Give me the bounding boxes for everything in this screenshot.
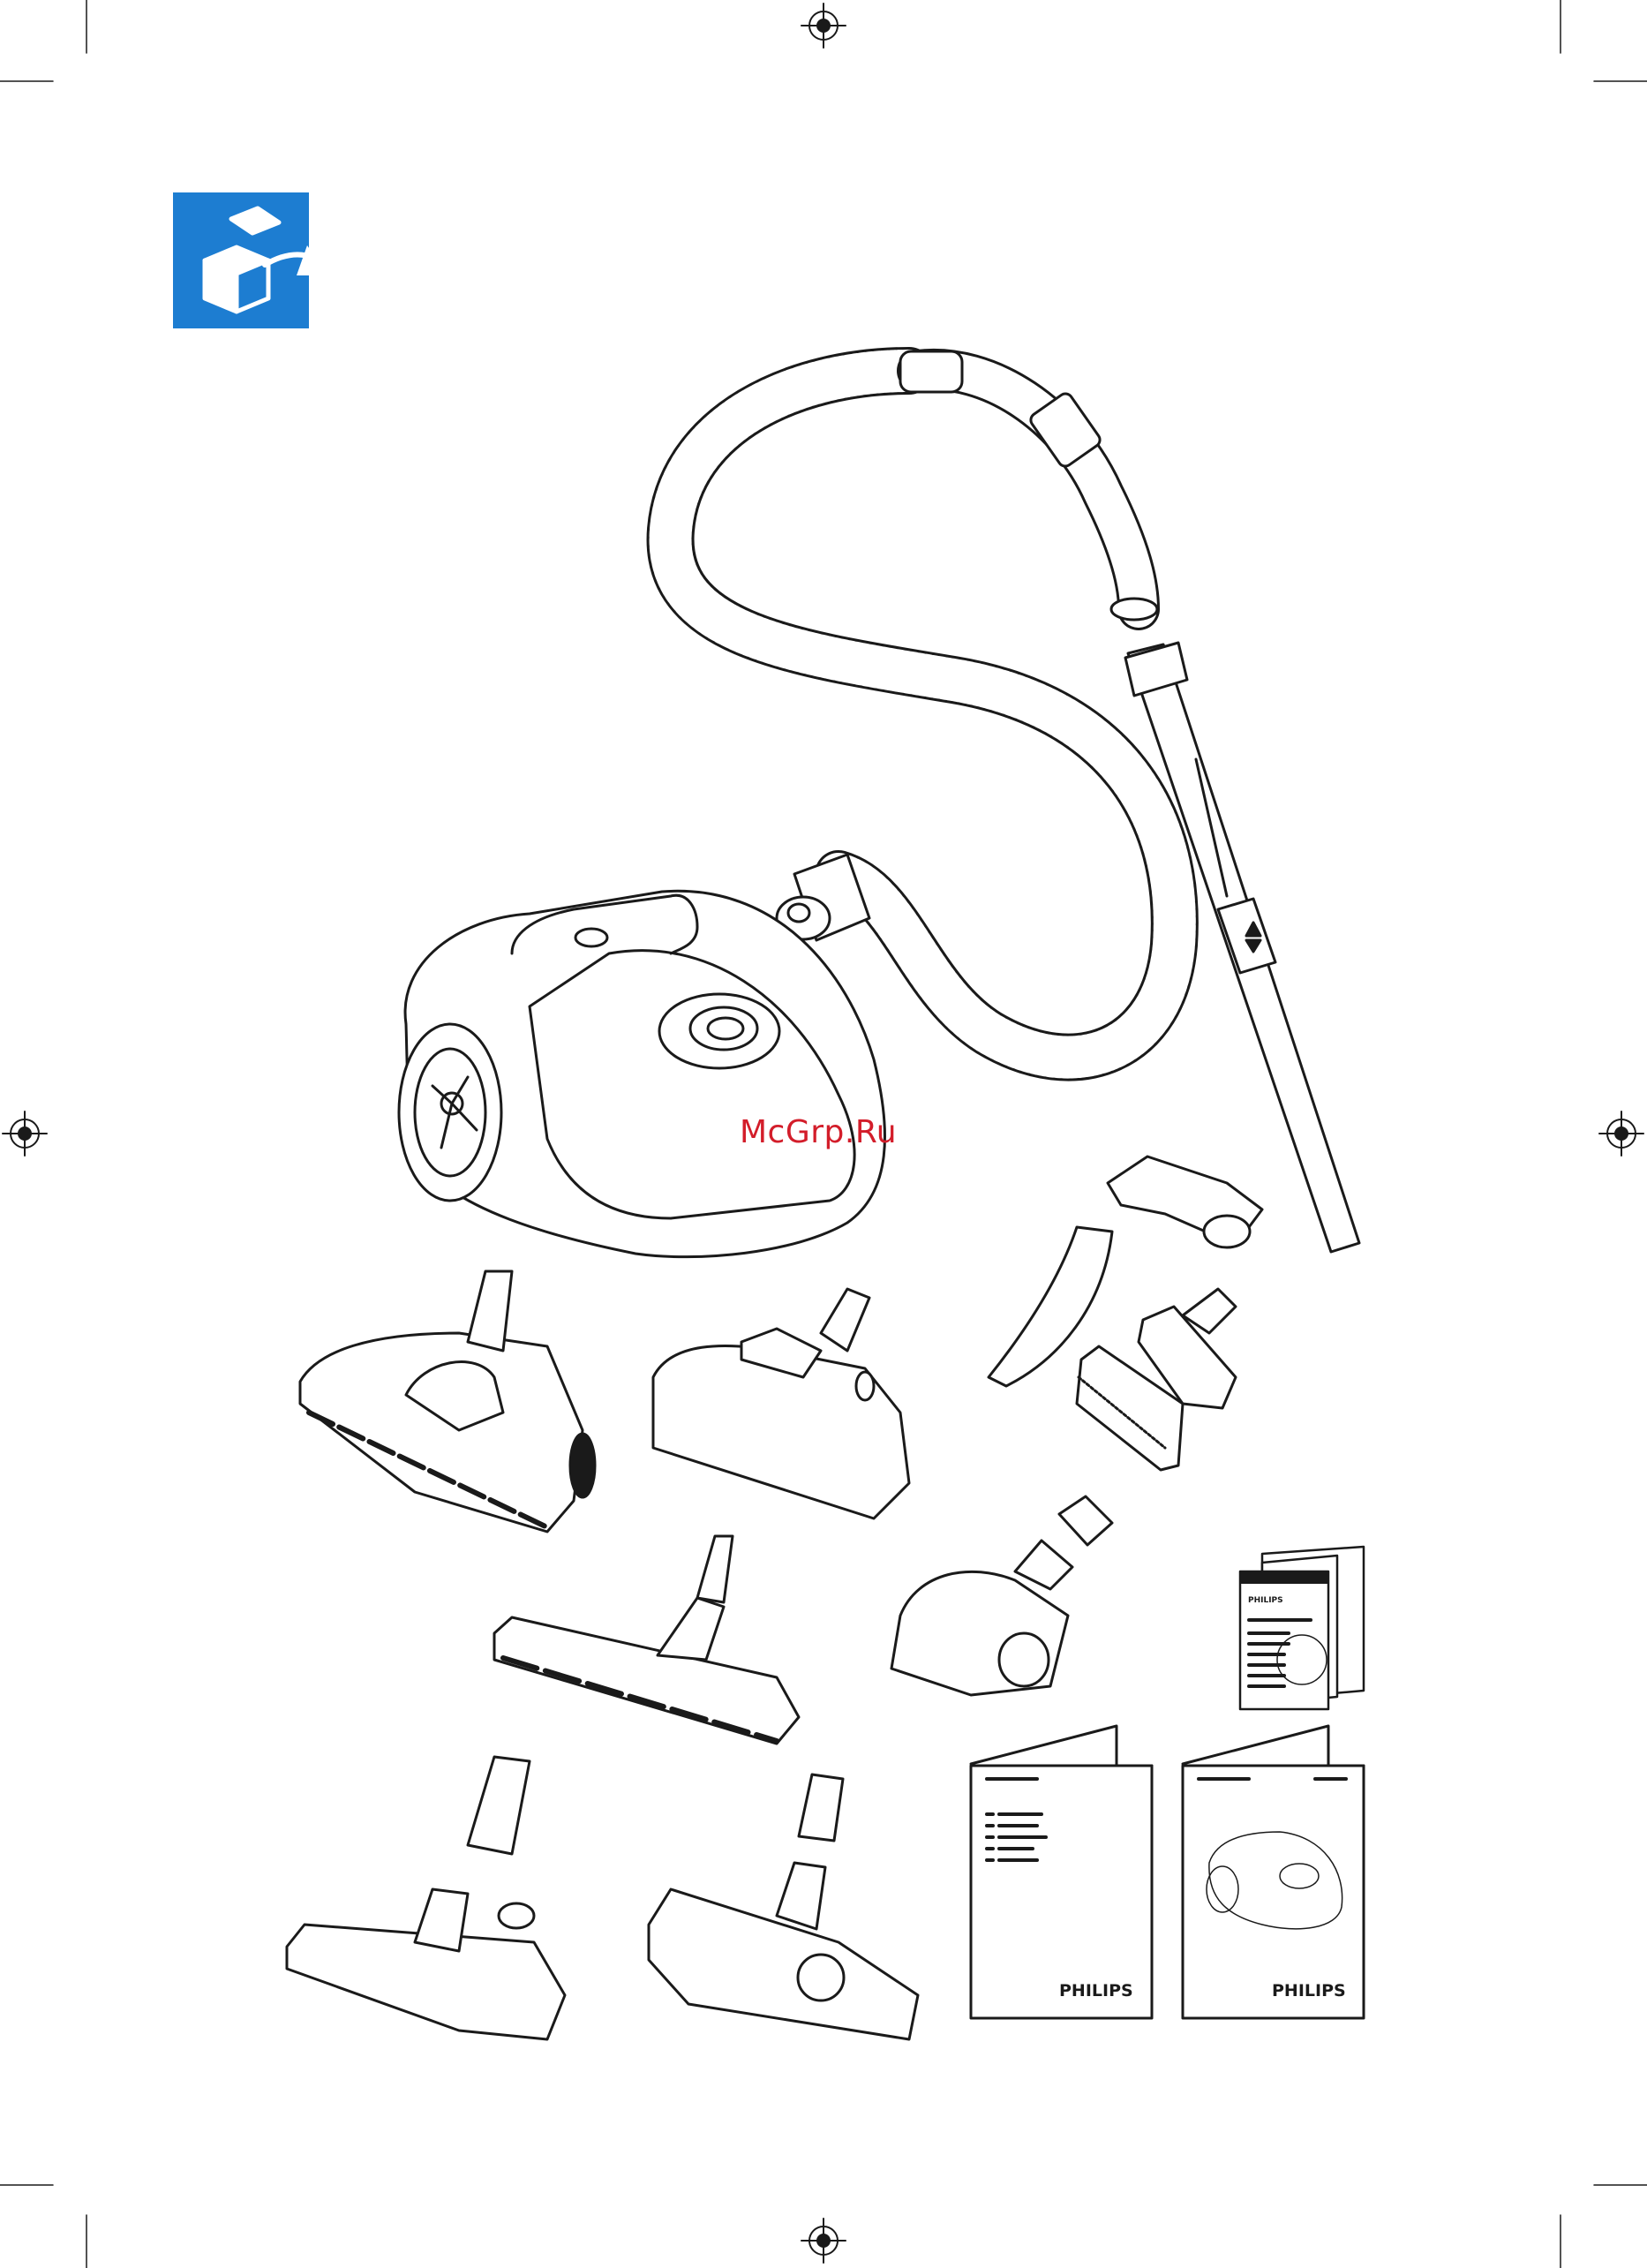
mini-turbo-brush [891, 1496, 1112, 1695]
manual-left-brand: PHILIPS [1059, 1981, 1133, 2001]
multi-floor-nozzle [649, 1774, 918, 2039]
leaflet-brand: PHILIPS [1248, 1596, 1283, 1605]
accessory-clip [1108, 1157, 1262, 1247]
manual-right-brand: PHILIPS [1272, 1981, 1346, 2001]
registration-mark-top [801, 4, 846, 48]
registration-mark-left [3, 1111, 47, 1156]
registration-mark-bottom [801, 2219, 846, 2263]
user-manual-right [1183, 1726, 1364, 2018]
registration-mark-right [1599, 1111, 1643, 1156]
floor-nozzle-hard [287, 1757, 565, 2039]
unpack-box-icon [173, 192, 328, 328]
floor-nozzle-carpet [300, 1271, 595, 1532]
turbo-brush-nozzle [653, 1289, 909, 1518]
parquet-nozzle [494, 1536, 799, 1744]
user-manual-left [971, 1726, 1152, 2018]
warranty-leaflet [1240, 1547, 1364, 1709]
watermark: McGrp.Ru [740, 1114, 925, 1157]
vacuum-cleaner-body [399, 891, 884, 1256]
